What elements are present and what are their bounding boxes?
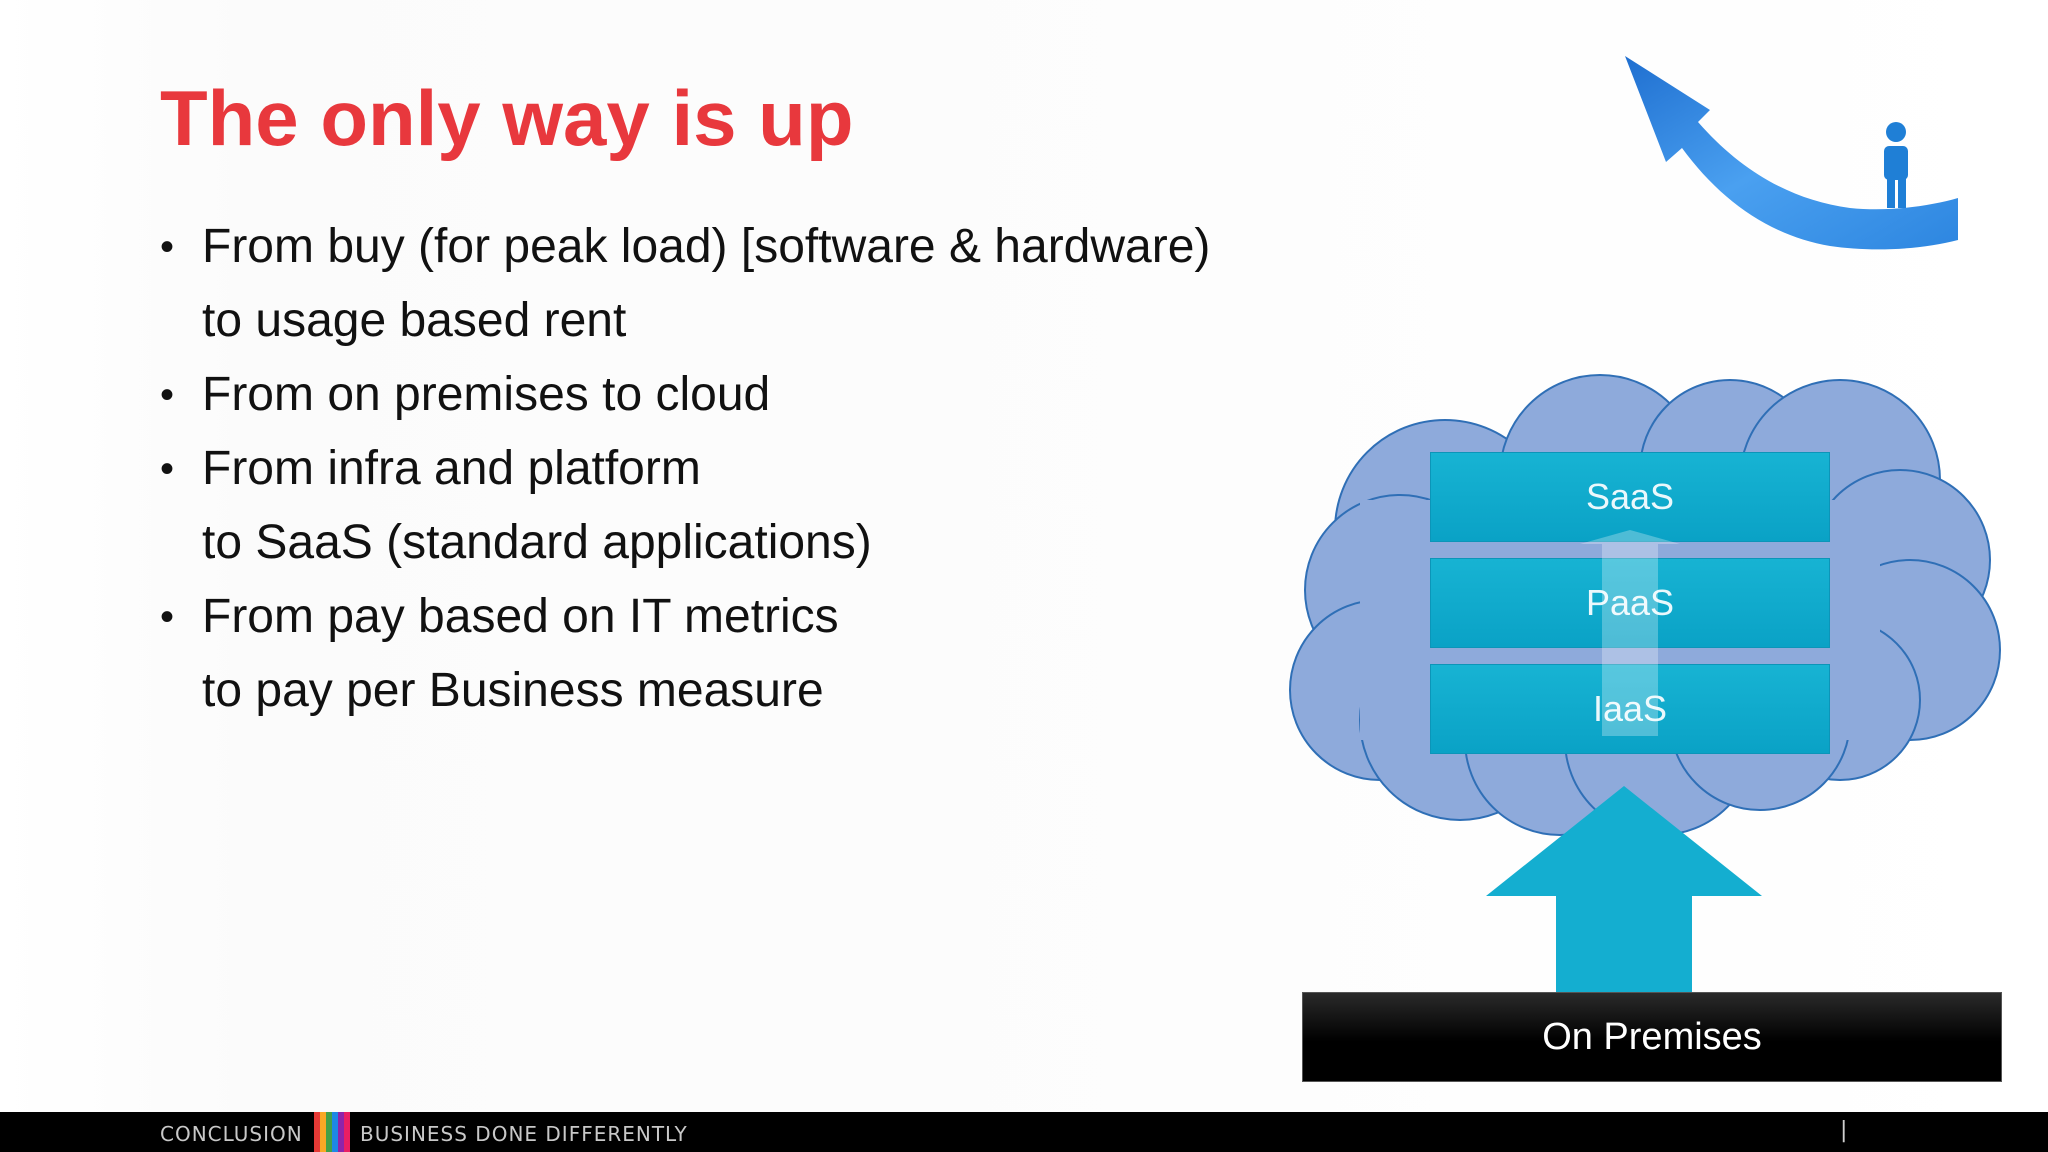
page-marker: | — [1840, 1118, 1848, 1143]
color-bar — [344, 1112, 350, 1152]
bullet-line: From infra and platform — [202, 442, 701, 495]
color-bar — [326, 1112, 332, 1152]
upward-arrow-with-person-icon — [1625, 56, 1958, 250]
layer-label: IaaS — [1592, 688, 1668, 729]
bullet-line: to usage based rent — [202, 294, 627, 347]
bullet-line: From on premises to cloud — [202, 368, 771, 421]
rising-arrow-shape — [1625, 56, 1958, 250]
color-bar — [332, 1112, 338, 1152]
bullet-dot: • — [160, 595, 175, 639]
bullet-dot: • — [160, 373, 175, 417]
layer-saas: SaaS — [1430, 452, 1830, 542]
up-arrow-shape — [1486, 786, 1762, 1005]
bullet-line: to SaaS (standard applications) — [202, 516, 872, 569]
bullet-item: • From pay based on IT metrics to pay pe… — [160, 580, 1210, 728]
base-label: On Premises — [1542, 1016, 1762, 1058]
slide-title: The only way is up — [160, 74, 854, 162]
layer-label: PaaS — [1585, 582, 1675, 623]
bullet-dot: • — [160, 225, 175, 269]
color-bar — [320, 1112, 326, 1152]
layer-iaas: IaaS — [1430, 664, 1830, 754]
footer-brand: CONCLUSION — [160, 1122, 303, 1146]
bullet-list: • From buy (for peak load) [software & h… — [160, 210, 1210, 728]
color-bar — [338, 1112, 344, 1152]
slide: The only way is up • From buy (for peak … — [0, 0, 2048, 1112]
person-icon — [1884, 122, 1908, 208]
bullet-dot: • — [160, 447, 175, 491]
color-bar — [314, 1112, 320, 1152]
bullet-item: • From infra and platform to SaaS (stand… — [160, 432, 1210, 580]
on-premises-base: On Premises — [1302, 992, 2002, 1082]
bullet-item: • From on premises to cloud — [160, 358, 1210, 432]
footer-tagline: BUSINESS DONE DIFFERENTLY — [360, 1122, 688, 1146]
footer-bar: CONCLUSION BUSINESS DONE DIFFERENTLY | — [0, 1112, 2048, 1152]
bullet-line: From pay based on IT metrics — [202, 590, 839, 643]
brand-color-bars — [314, 1112, 350, 1152]
bullet-line: From buy (for peak load) [software & har… — [202, 220, 1211, 273]
bullet-item: • From buy (for peak load) [software & h… — [160, 210, 1210, 358]
layer-paas: PaaS — [1430, 558, 1830, 648]
bullet-line: to pay per Business measure — [202, 664, 824, 717]
layer-label: SaaS — [1585, 476, 1675, 517]
